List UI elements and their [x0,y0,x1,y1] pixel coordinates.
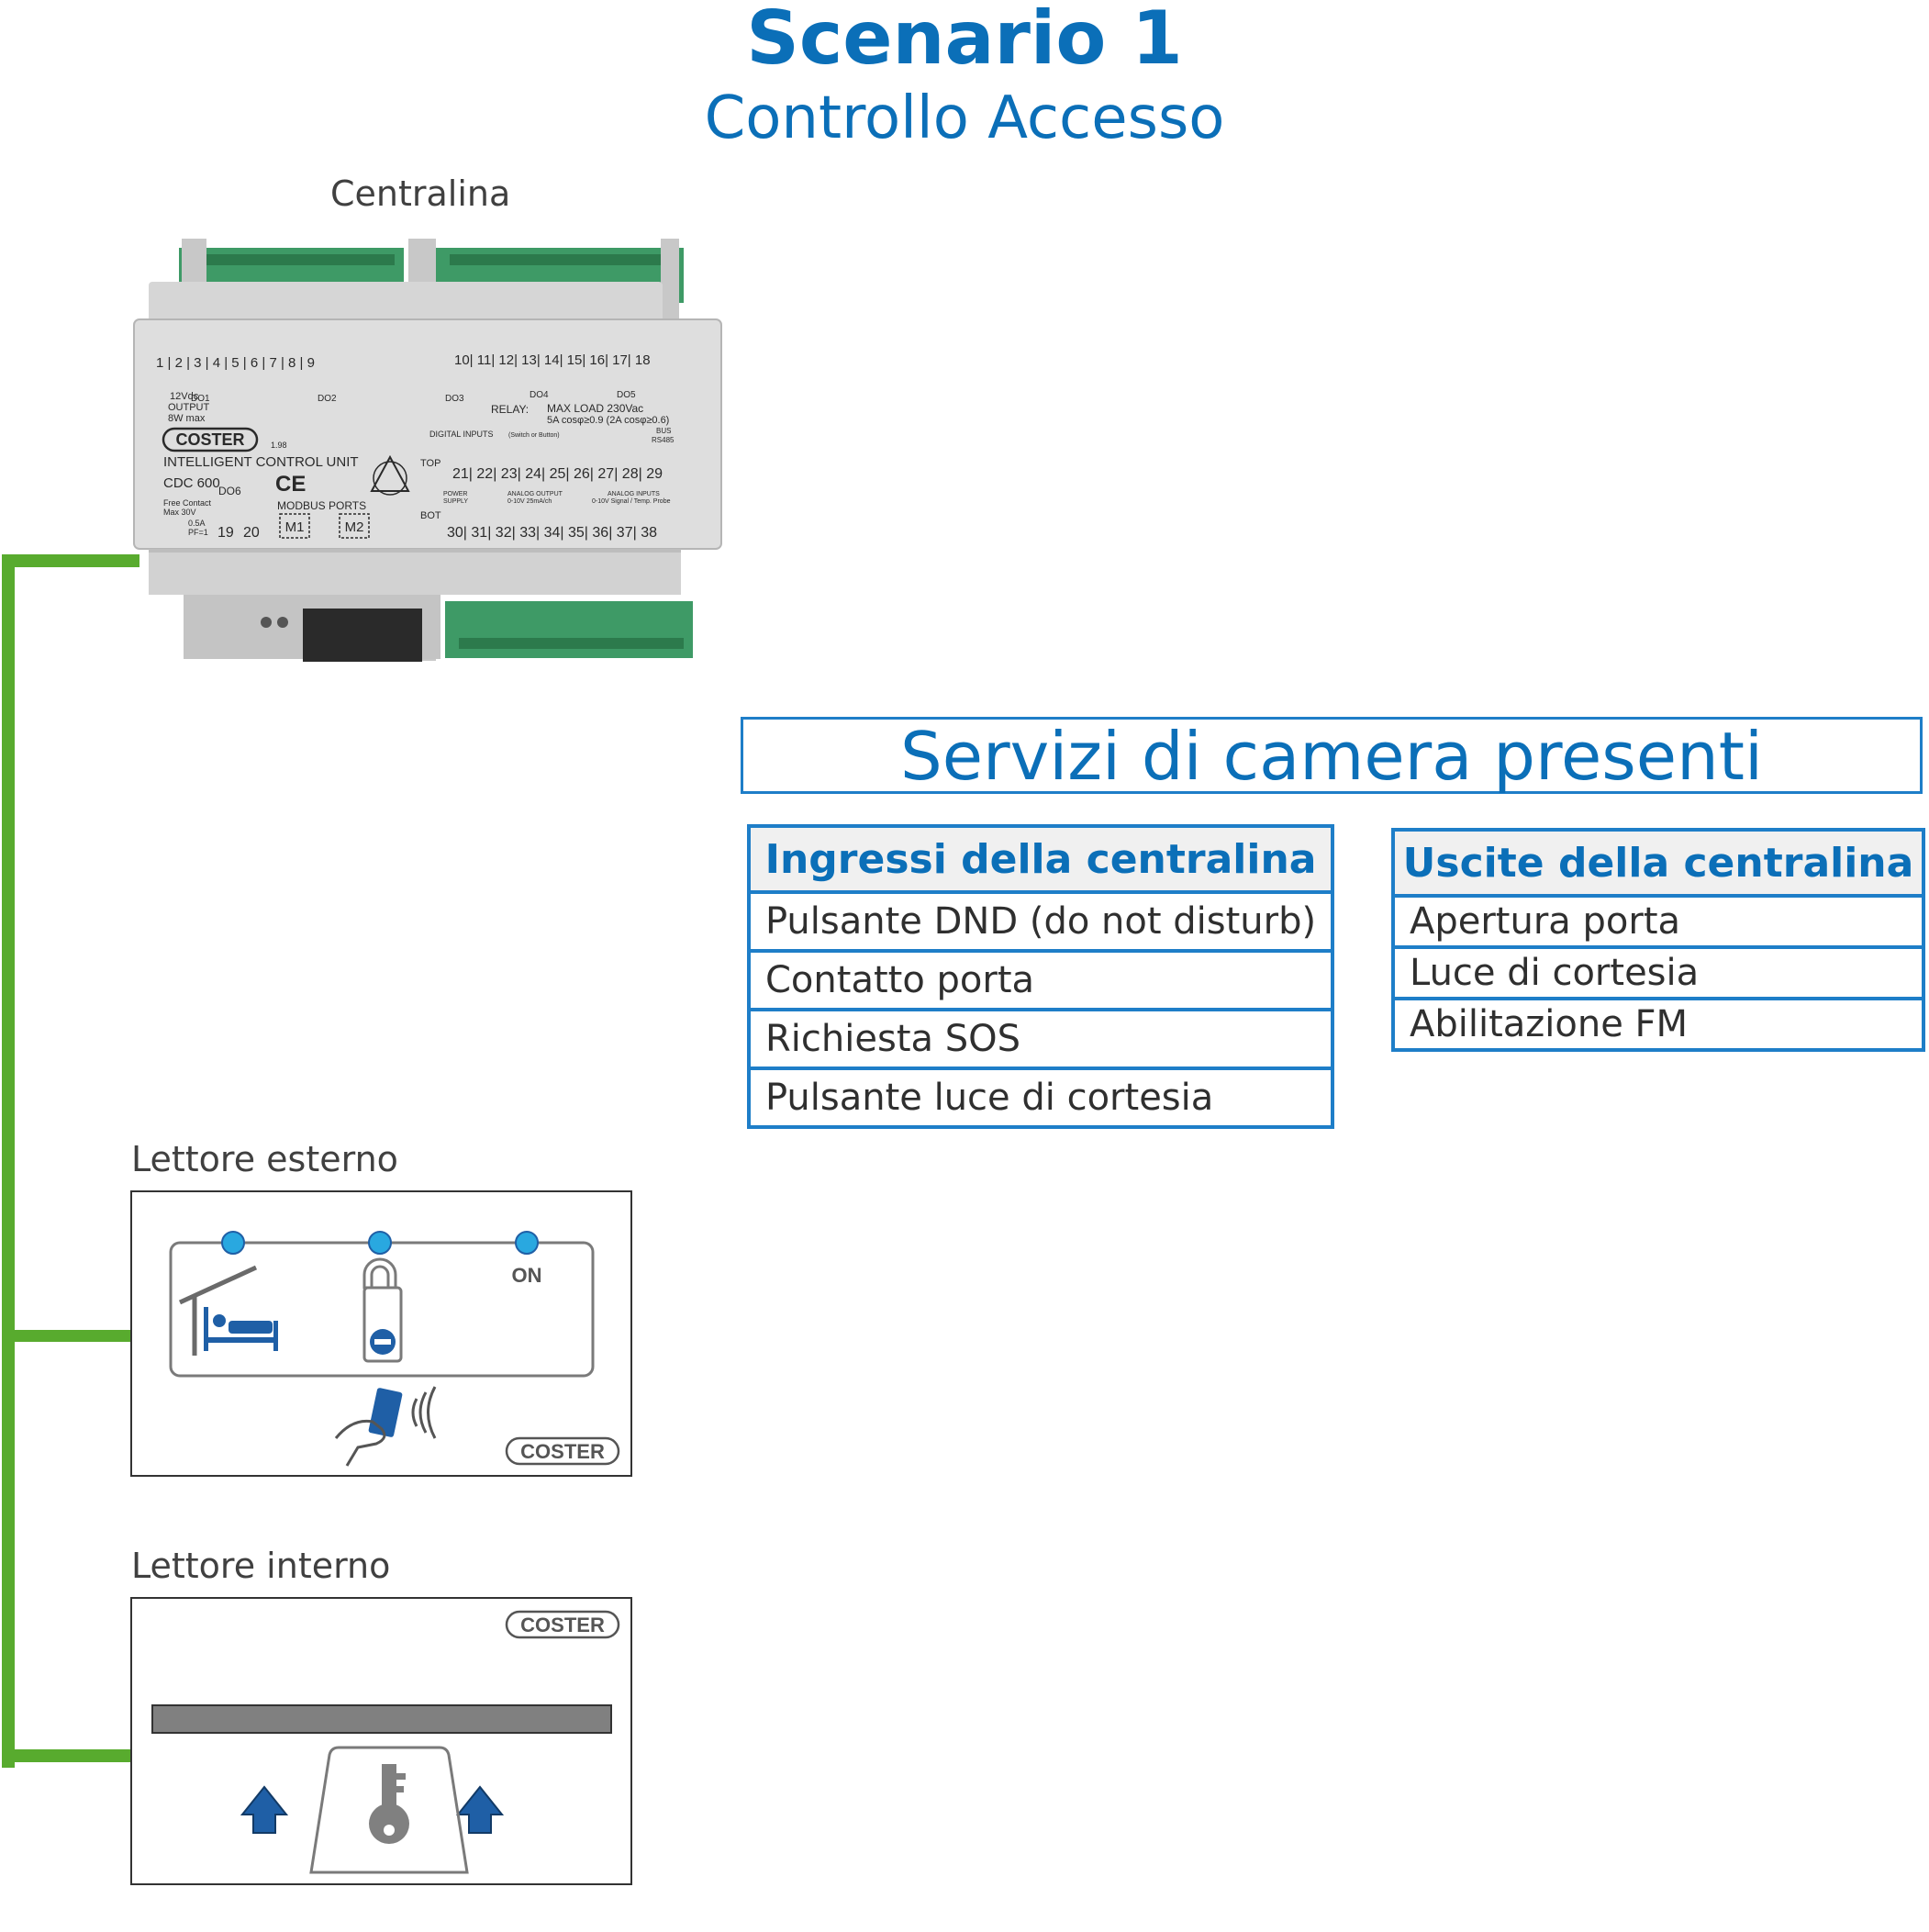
version-label: 1.98 [271,441,287,450]
analog-output-label-2: 0-10V 25mA/ch [507,498,552,505]
input-row: Contatto porta [746,949,1335,1011]
internal-reader-label: Lettore interno [131,1546,391,1586]
terminals-1-9: 1 | 2 | 3 | 4 | 5 | 6 | 7 | 8 | 9 [156,355,315,371]
side-bottom: BOT [420,510,441,521]
label-do6: DO6 [218,485,241,497]
output-row: Luce di cortesia [1391,945,1925,1000]
bus-label-1: BUS [656,427,671,435]
terminals-21-29: 21| 22| 23| 24| 25| 26| 27| 28| 29 [452,466,663,482]
power-output-3: 8W max [168,413,206,424]
relay-rating-2: 5A cosφ≥0.9 (2A cosφ≥0.6) [547,415,669,426]
svg-text:M1: M1 [285,519,305,535]
port-m2 [339,513,370,539]
label-do4: DO4 [530,390,549,400]
outputs-header: Uscite della centralina [1391,828,1925,898]
key-icon [369,1764,409,1844]
card-slot [151,1704,612,1734]
wire-vertical [2,554,15,1768]
digital-inputs-label: DIGITAL INPUTS [429,430,494,439]
wire-to-controller [2,554,139,567]
model-name: CDC 600 [163,475,220,491]
power-output-2: OUTPUT [168,402,210,413]
led-indicator [368,1231,392,1255]
nfc-waves-icon [411,1386,437,1439]
internal-reader: COSTER [130,1597,632,1885]
relay-rating-1: MAX LOAD 230Vac [547,402,643,415]
power-supply-label-1: POWER [443,491,467,497]
coster-logo [162,427,259,452]
services-title: Servizi di camera presenti [741,717,1923,794]
reader-panel [169,1241,595,1378]
label-do2: DO2 [318,394,337,404]
power-supply-label-2: SUPPLY [443,498,468,505]
scenario-subtitle: Controllo Accesso [704,84,1225,152]
label-do5: DO5 [617,390,636,400]
led-indicator [221,1231,245,1255]
terminals-30-38: 30| 31| 32| 33| 34| 35| 36| 37| 38 [447,525,657,541]
led-indicator [515,1231,539,1255]
terminal-19: 19 [217,525,234,541]
analog-inputs-label-2: 0-10V Signal / Temp. Probe [592,498,671,505]
free-contact-3: 0.5A [188,519,206,528]
label-do1: DO1 [191,394,210,404]
digital-inputs-note: (Switch or Button) [508,432,560,439]
coster-logo [505,1610,620,1639]
free-contact-4: PF=1 [188,528,208,537]
modbus-label: MODBUS PORTS [277,499,366,512]
inputs-table: Ingressi della centralina Pulsante DND (… [746,824,1335,1129]
external-reader: ON COSTER [130,1190,632,1477]
coster-logo [505,1436,620,1466]
svg-text:COSTER: COSTER [520,1440,605,1463]
svg-text:COSTER: COSTER [520,1614,605,1636]
input-row: Pulsante luce di cortesia [746,1067,1335,1129]
terminals-10-18: 10| 11| 12| 13| 14| 15| 16| 17| 18 [454,352,651,368]
output-row: Abilitazione FM [1391,997,1925,1052]
controller-label: Centralina [330,173,511,214]
side-top: TOP [420,458,440,469]
svg-text:M2: M2 [345,519,364,535]
input-row: Pulsante DND (do not disturb) [746,890,1335,953]
product-line: INTELLIGENT CONTROL UNIT [163,454,359,470]
door-hanger-dnd-icon [362,1257,403,1363]
free-contact-1: Free Contact [163,498,212,508]
outputs-table: Uscite della centralina Apertura porta L… [1391,828,1925,1052]
on-label: ON [512,1264,542,1287]
hand-card-icon [334,1388,403,1467]
terminal-20: 20 [243,525,260,541]
scenario-title: Scenario 1 [746,0,1183,81]
external-reader-label: Lettore esterno [131,1139,398,1179]
card-insert-frame [309,1746,469,1874]
input-row: Richiesta SOS [746,1008,1335,1070]
wire-to-external-reader [15,1330,132,1342]
port-m1 [279,513,310,539]
free-contact-2: Max 30V [163,508,196,517]
terminal-block-bottom-right [445,601,693,658]
bed-icon [178,1265,278,1356]
inputs-header: Ingressi della centralina [746,824,1335,894]
arrow-up-icon [240,1785,289,1834]
analog-inputs-label-1: ANALOG INPUTS [608,491,660,497]
certification-triangle-icon [370,454,410,492]
label-do3: DO3 [445,394,464,404]
arrow-up-icon [455,1785,505,1834]
terminal-labels-top: 1 | 2 | 3 | 4 | 5 | 6 | 7 | 8 | 9 10| 11… [156,352,669,426]
wire-to-internal-reader [15,1749,132,1762]
output-row: Apertura porta [1391,894,1925,949]
bus-label-2: RS485 [652,436,675,444]
analog-output-label-1: ANALOG OUTPUT [507,491,563,497]
relay-label: RELAY: [491,403,529,416]
power-output-1: 12Vdc [170,391,199,402]
ce-mark: CE [275,472,306,497]
svg-text:COSTER: COSTER [175,430,244,449]
controller-device: 1 | 2 | 3 | 4 | 5 | 6 | 7 | 8 | 9 10| 11… [133,239,722,662]
